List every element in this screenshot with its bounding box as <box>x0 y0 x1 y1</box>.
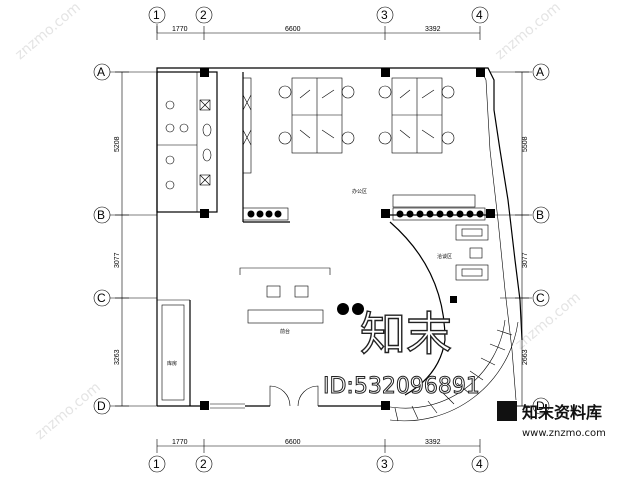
axis-right-c: C <box>536 291 545 305</box>
dim-top-1: 1770 <box>172 26 188 33</box>
display-counter <box>392 194 486 221</box>
dim-bottom-3: 3392 <box>425 439 441 446</box>
diagonal-watermark-text: znzmo.com <box>492 0 563 63</box>
axis-bottom-2: 2 <box>200 457 207 471</box>
lounge-sofas <box>455 224 489 281</box>
columns <box>200 68 495 410</box>
dimension-lines <box>110 24 532 453</box>
axis-left-c: C <box>97 291 106 305</box>
axis-bubbles <box>93 6 550 473</box>
file-cabinet <box>242 77 289 221</box>
spiral-stair <box>384 319 519 422</box>
walls <box>156 67 523 407</box>
watermark-brand: 知末 <box>360 307 452 361</box>
reception-area <box>239 267 364 324</box>
dim-left-1: 5208 <box>114 136 121 152</box>
dim-left-2: 3077 <box>114 252 121 268</box>
axis-right-d: D <box>536 399 545 413</box>
curved-partition <box>389 221 446 396</box>
workstation-cluster-left <box>278 77 355 154</box>
watermark-url: www.znzmo.com <box>522 428 606 439</box>
dim-bottom-2: 6600 <box>285 439 301 446</box>
axis-bottom-3: 3 <box>381 457 388 471</box>
watermark-id: ID:532096891 <box>323 374 480 399</box>
dim-right-1: 5508 <box>522 136 529 152</box>
watermark-logo-icon <box>497 401 517 421</box>
workstation-cluster-right <box>378 77 455 154</box>
diagonal-watermark-text: znzmo.com <box>12 0 83 63</box>
room-label-office: 办公区 <box>352 188 367 195</box>
dim-right-3: 2663 <box>522 349 529 365</box>
axis-right-a: A <box>536 65 544 79</box>
diagonal-watermark-text: znzmo.com <box>32 379 103 443</box>
room-label-storage: 库房 <box>167 360 177 367</box>
dim-left-3: 3263 <box>114 349 121 365</box>
axis-left-a: A <box>97 65 105 79</box>
doors <box>210 385 319 409</box>
axis-bottom-1: 1 <box>153 457 160 471</box>
dim-right-2: 3077 <box>522 252 529 268</box>
dim-bottom-1: 1770 <box>172 439 188 446</box>
axis-top-3: 3 <box>381 8 388 22</box>
axis-left-b: B <box>97 208 105 222</box>
toilet-fixtures <box>165 99 212 190</box>
axis-top-2: 2 <box>200 8 207 22</box>
dim-top-2: 6600 <box>285 26 301 33</box>
diagonal-watermark-text: znzmo.com <box>512 289 583 353</box>
dim-top-3: 3392 <box>425 26 441 33</box>
axis-right-b: B <box>536 208 544 222</box>
axis-top-4: 4 <box>476 8 483 22</box>
room-label-lounge: 洽谈区 <box>437 253 452 260</box>
watermark-logo-text: 知末资料库 <box>522 403 602 422</box>
axis-left-d: D <box>97 399 106 413</box>
axis-top-1: 1 <box>153 8 160 22</box>
axis-bottom-4: 4 <box>476 457 483 471</box>
room-label-counter: 前台 <box>280 328 290 335</box>
